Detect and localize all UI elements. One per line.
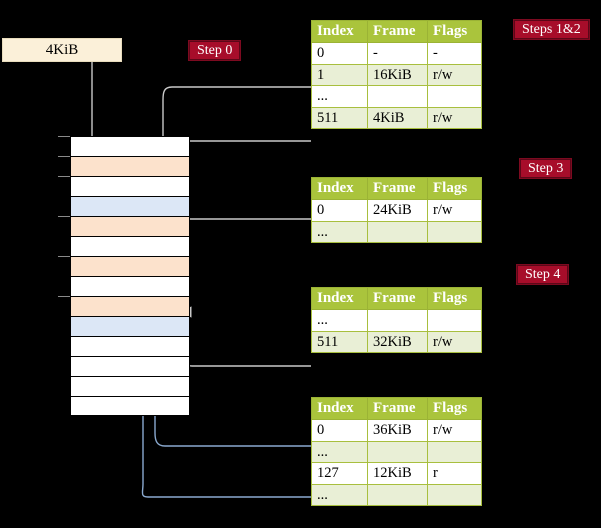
table-header-row: Index Frame Flags — [311, 20, 482, 43]
entry-flags: r/w — [427, 199, 482, 222]
entry-flags — [427, 220, 482, 243]
memory-frame-row — [70, 296, 190, 316]
entry-frame: - — [367, 42, 428, 65]
entry-flags: r/w — [427, 106, 482, 129]
entry-index: 127 — [311, 462, 368, 485]
table-row: 0-- — [311, 42, 482, 65]
column-header-flags: Flags — [427, 20, 482, 43]
entry-index: 0 — [311, 419, 368, 442]
entry-index: ... — [311, 309, 368, 332]
table-header-row: Index Frame Flags — [311, 177, 482, 200]
entry-frame — [367, 309, 428, 332]
entry-frame: 12KiB — [367, 462, 428, 485]
memory-frame-row — [70, 196, 190, 216]
entry-index: 1 — [311, 63, 368, 86]
memory-frame-row — [70, 396, 190, 416]
column-header-flags: Flags — [427, 397, 482, 420]
table-row: ... — [311, 440, 482, 463]
column-header-index: Index — [311, 177, 368, 200]
memory-tick — [58, 136, 70, 137]
entry-index: 0 — [311, 199, 368, 222]
memory-frame-row — [70, 156, 190, 176]
table-row: ... — [311, 483, 482, 506]
memory-tick — [58, 296, 70, 297]
entry-frame — [367, 440, 428, 463]
memory-tick — [58, 156, 70, 157]
column-header-flags: Flags — [427, 287, 482, 310]
memory-frame-row — [70, 216, 190, 236]
entry-frame: 32KiB — [367, 330, 428, 353]
physical-memory-column — [70, 136, 190, 416]
entry-frame: 24KiB — [367, 199, 428, 222]
column-header-index: Index — [311, 287, 368, 310]
entry-flags: r — [427, 462, 482, 485]
memory-frame-row — [70, 256, 190, 276]
memory-tick — [58, 256, 70, 257]
column-header-frame: Frame — [367, 20, 428, 43]
step-label-0: Step 0 — [188, 40, 242, 61]
column-header-index: Index — [311, 20, 368, 43]
step-label-1-2: Steps 1&2 — [513, 19, 590, 40]
memory-tick — [58, 216, 70, 217]
entry-frame — [367, 483, 428, 506]
table-row: ... — [311, 309, 482, 332]
step-label-3: Step 3 — [519, 158, 573, 179]
memory-frame-row — [70, 136, 190, 156]
entry-flags — [427, 85, 482, 108]
entry-flags: - — [427, 42, 482, 65]
entry-index: 0 — [311, 42, 368, 65]
table-row: ... — [311, 85, 482, 108]
entry-index: 511 — [311, 106, 368, 129]
column-header-frame: Frame — [367, 177, 428, 200]
column-header-frame: Frame — [367, 397, 428, 420]
connector-step4 — [179, 306, 311, 367]
entry-flags — [427, 440, 482, 463]
step-label-4: Step 4 — [516, 264, 570, 285]
column-header-frame: Frame — [367, 287, 428, 310]
memory-frame-row — [70, 316, 190, 336]
entry-frame: 36KiB — [367, 419, 428, 442]
table-header-row: Index Frame Flags — [311, 287, 482, 310]
entry-index: ... — [311, 220, 368, 243]
column-header-index: Index — [311, 397, 368, 420]
entry-flags: r/w — [427, 419, 482, 442]
entry-flags — [427, 483, 482, 506]
entry-frame: 16KiB — [367, 63, 428, 86]
memory-frame-row — [70, 176, 190, 196]
memory-tick — [58, 176, 70, 177]
entry-index: 511 — [311, 330, 368, 353]
entry-frame: 4KiB — [367, 106, 428, 129]
column-header-flags: Flags — [427, 177, 482, 200]
entry-flags — [427, 309, 482, 332]
source-address-label: 4KiB — [45, 41, 79, 58]
memory-row-list — [70, 136, 190, 416]
memory-frame-row — [70, 356, 190, 376]
memory-frame-row — [70, 236, 190, 256]
entry-flags: r/w — [427, 330, 482, 353]
entry-index: ... — [311, 85, 368, 108]
table-header-row: Index Frame Flags — [311, 397, 482, 420]
memory-frame-row — [70, 376, 190, 396]
memory-frame-row — [70, 336, 190, 356]
entry-frame — [367, 220, 428, 243]
source-address-box: 4KiB — [2, 38, 122, 62]
entry-index: ... — [311, 440, 368, 463]
entry-index: ... — [311, 483, 368, 506]
connector-step3 — [173, 218, 311, 268]
entry-frame — [367, 85, 428, 108]
entry-flags: r/w — [427, 63, 482, 86]
table-row: ... — [311, 220, 482, 243]
memory-frame-row — [70, 276, 190, 296]
